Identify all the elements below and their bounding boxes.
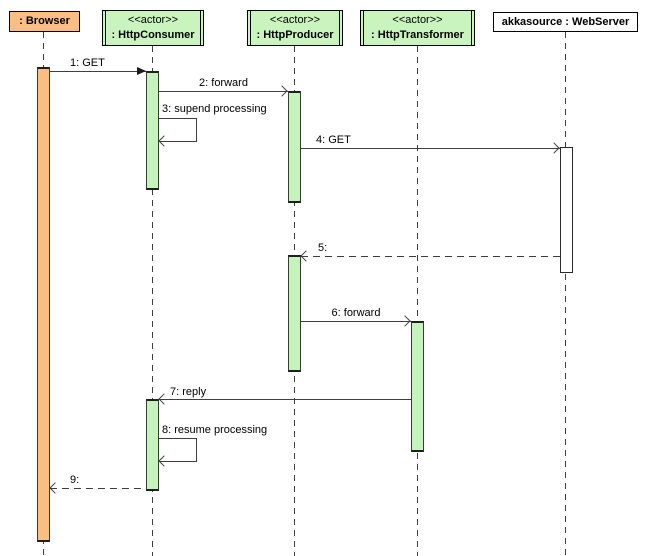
message-2-label: 2: forward	[199, 77, 248, 89]
object-name-http-consumer: : HttpConsumer	[111, 29, 195, 41]
message-7-label: 7: reply	[170, 386, 207, 398]
message-5-label: 5:	[318, 242, 328, 254]
object-name-http-producer: : HttpProducer	[256, 29, 334, 41]
message-8-label: 8: resume processing	[162, 424, 268, 436]
activation-bar-http-consumer-2[interactable]	[146, 399, 159, 491]
activation-bar-browser[interactable]	[37, 67, 50, 542]
lifeline-web-server	[565, 32, 566, 556]
message-8-self-loop	[159, 438, 197, 462]
arrowhead-open-left-icon	[49, 482, 61, 494]
message-4-label: 4: GET	[316, 134, 351, 146]
message-7-line	[159, 399, 411, 400]
message-1-line	[50, 71, 146, 72]
message-9-label: 9:	[70, 474, 80, 486]
lifeline-http-consumer	[152, 46, 153, 556]
activation-bar-http-producer-2[interactable]	[288, 255, 301, 372]
message-5-line	[301, 256, 560, 257]
message-2-line	[159, 91, 288, 92]
message-1-label: 1: GET	[70, 57, 105, 69]
message-6-line	[301, 321, 411, 322]
object-name-http-transformer: : HttpTransformer	[371, 29, 464, 41]
message-3-self-loop	[159, 118, 197, 142]
object-box-web-server[interactable]: akkasource : WebServer	[493, 12, 638, 32]
activation-bar-http-consumer-1[interactable]	[146, 71, 159, 190]
arrowhead-open-right-icon	[548, 142, 560, 154]
object-box-browser[interactable]: : Browser	[9, 11, 80, 32]
stereotype-http-transformer: <<actor>>	[392, 14, 443, 26]
object-box-http-transformer[interactable]: <<actor>> : HttpTransformer	[360, 10, 475, 46]
object-box-http-producer[interactable]: <<actor>> : HttpProducer	[247, 10, 343, 46]
object-name-browser: : Browser	[19, 15, 70, 27]
arrowhead-open-left-icon	[300, 250, 312, 262]
message-6-label: 6: forward	[331, 307, 381, 319]
stereotype-http-producer: <<actor>>	[269, 14, 321, 26]
activation-bar-web-server[interactable]	[560, 147, 573, 273]
message-9-line	[50, 488, 146, 489]
object-name-web-server: akkasource : WebServer	[501, 15, 630, 28]
activation-bar-http-producer-1[interactable]	[288, 91, 301, 203]
arrowhead-open-left-icon	[158, 393, 170, 405]
object-box-http-consumer[interactable]: <<actor>> : HttpConsumer	[102, 10, 204, 46]
lifeline-http-transformer	[417, 46, 418, 556]
message-4-line	[301, 148, 560, 149]
arrowhead-filled-right-icon	[137, 67, 146, 75]
activation-bar-http-transformer[interactable]	[411, 321, 424, 452]
stereotype-http-consumer: <<actor>>	[127, 14, 179, 26]
message-3-label: 3: supend processing	[162, 103, 267, 115]
